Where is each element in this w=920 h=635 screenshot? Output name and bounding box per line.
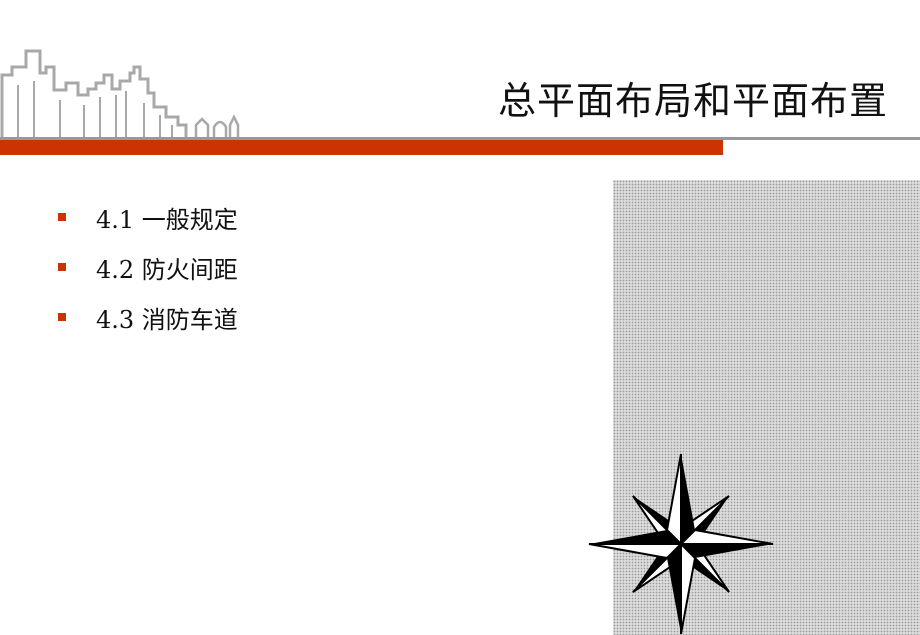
compass-rose-icon [588, 453, 774, 635]
bullet-item: 4.2 防火间距 [58, 242, 238, 292]
header-rule-red [0, 140, 723, 155]
bullet-label: 4.2 防火间距 [96, 255, 238, 284]
bullet-item: 4.3 消防车道 [58, 292, 238, 342]
bullet-item: 4.1 一般规定 [58, 192, 238, 242]
slide-title: 总平面布局和平面布置 [497, 79, 888, 123]
bullet-square-icon [58, 263, 66, 271]
city-skyline-icon [0, 49, 240, 138]
bullet-label: 4.3 消防车道 [96, 305, 238, 334]
header-rule-gray [0, 137, 920, 140]
bullet-label: 4.1 一般规定 [96, 205, 238, 234]
bullet-list: 4.1 一般规定 4.2 防火间距 4.3 消防车道 [58, 192, 238, 342]
bullet-square-icon [58, 313, 66, 321]
bullet-square-icon [58, 213, 66, 221]
